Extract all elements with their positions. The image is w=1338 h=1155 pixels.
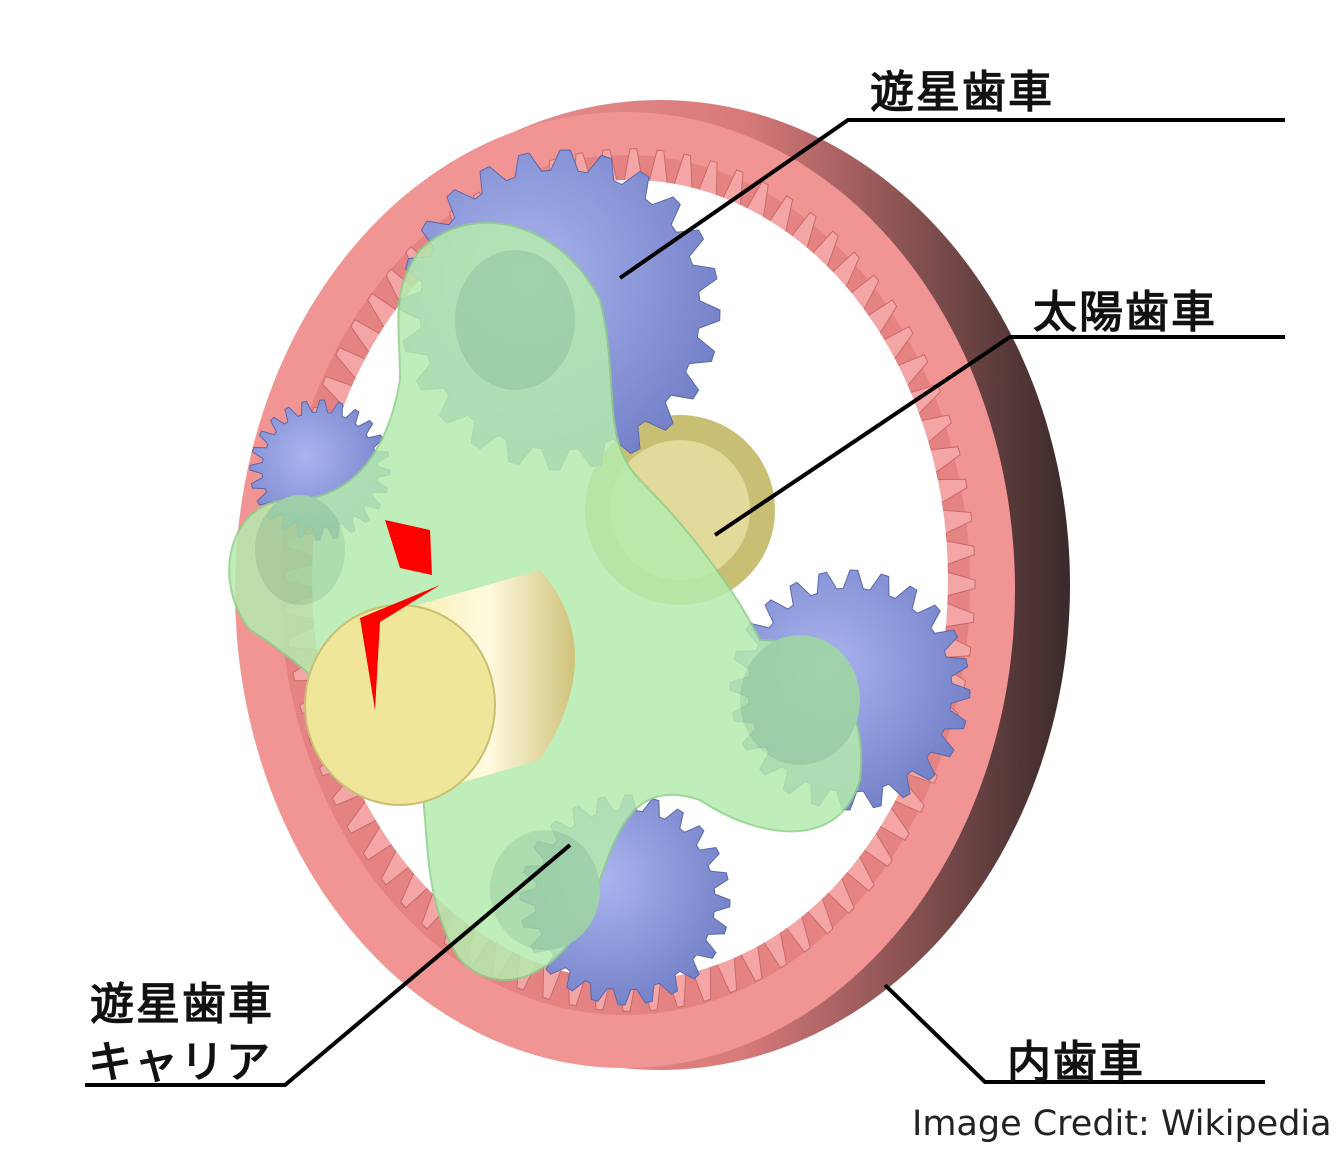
label-ring-gear: 内歯車 — [1007, 1037, 1145, 1088]
leader-lines — [85, 118, 1285, 1087]
red-marker — [385, 520, 432, 575]
leader-carrier — [85, 843, 572, 1087]
leader-sun-gear — [713, 335, 1285, 537]
leader-planet-gear — [618, 118, 1285, 280]
red-marker — [360, 585, 440, 710]
leader-ring-gear — [883, 983, 1265, 1084]
label-carrier-line1: 遊星歯車 — [90, 979, 274, 1030]
label-carrier-line2: キャリア — [88, 1037, 272, 1088]
image-credit: Image Credit: Wikipedia — [912, 1104, 1332, 1144]
label-sun-gear: 太陽歯車 — [1033, 287, 1217, 338]
label-planet-gear: 遊星歯車 — [870, 67, 1054, 118]
input-shaft — [304, 520, 575, 806]
